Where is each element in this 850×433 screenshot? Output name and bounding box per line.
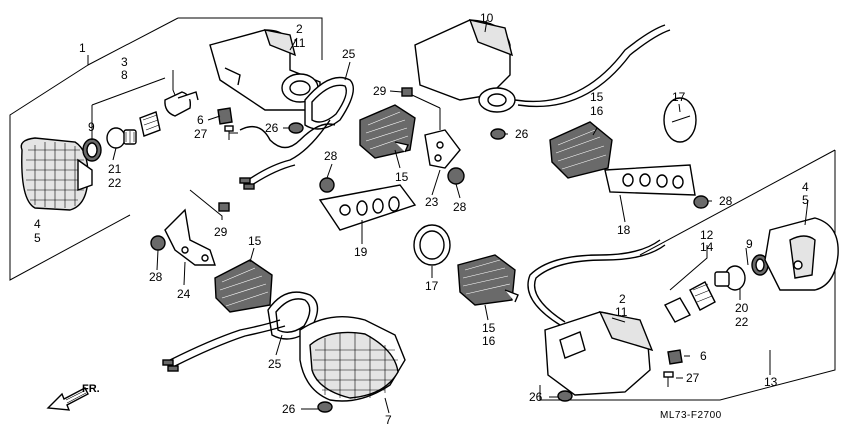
grommet-17-lower — [413, 224, 451, 266]
callout-16: 16 — [482, 334, 496, 348]
wire-left-lower — [162, 319, 286, 372]
signal-lens-right — [764, 217, 839, 291]
front-arrow-icon — [46, 387, 89, 411]
callout-25: 25 — [342, 47, 356, 61]
callout-2: 2 — [619, 292, 626, 306]
stay-plate-18 — [604, 164, 696, 196]
socket-ring-right — [751, 254, 769, 276]
drawing-code: ML73-F2700 — [660, 410, 722, 421]
wire-left-upper — [239, 119, 336, 190]
callout-9: 9 — [746, 237, 753, 251]
callout-26: 26 — [282, 402, 296, 416]
stay-15-lower-center — [457, 254, 519, 306]
clip-6-right — [667, 349, 683, 365]
bolt-29-upper — [401, 87, 413, 97]
callout-11: 11 — [615, 305, 628, 319]
callout-6: 6 — [197, 113, 204, 127]
callout-26: 26 — [515, 127, 529, 141]
callout-10: 10 — [480, 11, 494, 25]
callout-29: 29 — [214, 225, 228, 239]
callout-9: 9 — [88, 120, 95, 134]
bracket-23 — [424, 129, 461, 169]
cap-17-upper — [663, 97, 697, 143]
callout-14: 14 — [700, 240, 714, 254]
screw-27-right — [663, 371, 674, 387]
stay-15-lower-left — [214, 259, 273, 313]
callout-23: 23 — [425, 195, 439, 209]
callout-7: 7 — [385, 413, 392, 427]
callout-15: 15 — [482, 321, 496, 335]
callout-15: 15 — [248, 234, 262, 248]
callout-28: 28 — [324, 149, 338, 163]
callout-28: 28 — [719, 194, 733, 208]
bulb-right — [714, 265, 746, 291]
callout-18: 18 — [617, 223, 631, 237]
nut-28-right — [693, 195, 709, 209]
nut-28-center — [447, 167, 465, 185]
callout-15: 15 — [395, 170, 409, 184]
callout-17: 17 — [425, 279, 439, 293]
bracket-24 — [164, 208, 216, 266]
callout-8: 8 — [121, 68, 128, 82]
callout-21: 21 — [108, 162, 122, 176]
callout-4: 4 — [802, 180, 809, 194]
callout-15: 15 — [590, 90, 604, 104]
callout-20: 20 — [735, 301, 749, 315]
nut-28-lower-left — [150, 235, 166, 251]
signal-housing-right — [544, 311, 654, 396]
bolt-29-lower — [218, 202, 230, 212]
stay-plate-19 — [318, 184, 417, 231]
callout-22: 22 — [108, 176, 122, 190]
callout-16: 16 — [590, 104, 604, 118]
callout-27: 27 — [686, 371, 700, 385]
leader-lines — [91, 19, 809, 414]
clip-6-left — [217, 107, 233, 125]
stay-15-upper-center — [359, 104, 416, 159]
callout-3: 3 — [121, 55, 128, 69]
socket-right — [664, 281, 716, 323]
callout-11: 11 — [293, 36, 306, 50]
callout-22: 22 — [735, 315, 749, 329]
callout-2: 2 — [296, 22, 303, 36]
front-label: FR. — [82, 383, 100, 395]
callout-17: 17 — [672, 90, 686, 104]
callout-4: 4 — [34, 217, 41, 231]
callout-24: 24 — [177, 287, 191, 301]
callout-1: 1 — [79, 41, 86, 55]
socket-ring-left — [82, 138, 102, 162]
callout-29: 29 — [373, 84, 387, 98]
callout-27: 27 — [194, 127, 208, 141]
callout-19: 19 — [354, 245, 368, 259]
nut-26-left — [288, 122, 304, 134]
assembly-boundary-left — [9, 17, 323, 281]
callout-28: 28 — [149, 270, 163, 284]
nut-26-lower — [317, 401, 333, 413]
nut-26-upper — [490, 128, 506, 140]
callout-5: 5 — [802, 193, 809, 207]
stay-15-right-upper — [549, 121, 613, 179]
callout-5: 5 — [34, 231, 41, 245]
wire-right-lower — [527, 239, 666, 326]
callout-26: 26 — [265, 121, 279, 135]
callout-25: 25 — [268, 357, 282, 371]
signal-housing-10 — [414, 19, 671, 113]
socket-left — [139, 91, 199, 137]
bulb-left — [106, 127, 137, 149]
nut-26-right — [557, 390, 573, 402]
gasket-left-upper — [304, 76, 354, 130]
callout-26: 26 — [529, 390, 543, 404]
callout-6: 6 — [700, 349, 707, 363]
callout-28: 28 — [453, 200, 467, 214]
signal-lens-7 — [299, 315, 406, 402]
left-signal-lens — [20, 137, 93, 211]
nut-28-left-center — [319, 177, 335, 193]
callout-numbers: 1 2 11 3 8 9 6 27 21 22 4 5 25 26 29 10 … — [34, 11, 809, 427]
callout-13: 13 — [764, 375, 778, 389]
callout-12: 12 — [700, 228, 714, 242]
